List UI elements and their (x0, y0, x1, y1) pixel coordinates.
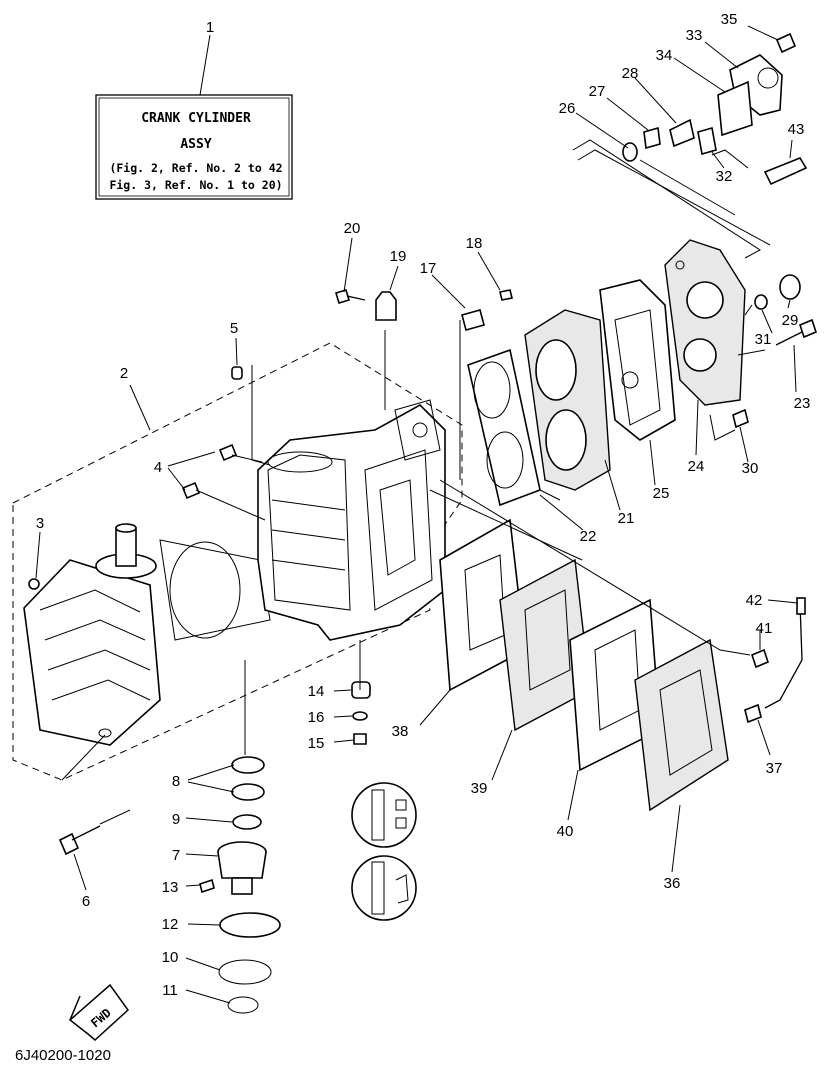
washer-16 (352, 711, 368, 721)
callout-20: 20 (344, 220, 361, 237)
thermostat-28 (669, 118, 695, 148)
callout-4: 4 (154, 459, 162, 476)
callout-30: 30 (742, 460, 759, 477)
callout-25: 25 (653, 485, 670, 502)
callout-27: 27 (589, 83, 606, 100)
seal-detail-upper (351, 782, 417, 848)
head-gasket-22 (467, 348, 541, 507)
callout-39: 39 (471, 780, 488, 797)
callout-22: 22 (580, 528, 597, 545)
callout-21: 21 (618, 510, 635, 527)
callout-13: 13 (162, 879, 179, 896)
callout-28: 28 (622, 65, 639, 82)
callout-14: 14 (308, 683, 325, 700)
callout-29: 29 (782, 312, 799, 329)
callout-32: 32 (716, 168, 733, 185)
callout-16: 16 (308, 709, 325, 726)
bolt-6 (58, 825, 101, 856)
callout-37: 37 (766, 760, 783, 777)
bolt-18 (499, 289, 513, 301)
washer-31 (754, 294, 768, 310)
callout-42: 42 (746, 592, 763, 609)
callout-7: 7 (172, 847, 180, 864)
spark-plug-43 (763, 157, 808, 186)
callout-18: 18 (466, 235, 483, 252)
callout-31: 31 (755, 331, 772, 348)
callout-24: 24 (688, 458, 705, 475)
callout-36: 36 (664, 875, 681, 892)
callout-38: 38 (392, 723, 409, 740)
seal-detail-lower (351, 855, 417, 921)
callout-19: 19 (390, 248, 407, 265)
callout-43: 43 (788, 121, 805, 138)
gasket-34 (717, 80, 753, 137)
oil-seal-9 (232, 814, 262, 830)
assembly-subtitle: ASSY (180, 137, 211, 152)
cylinder-head-21 (524, 309, 611, 491)
callout-9: 9 (172, 811, 180, 828)
bolt-23 (775, 318, 817, 346)
bolt-30 (732, 408, 749, 429)
callout-6: 6 (82, 893, 90, 910)
grommet-14 (351, 681, 371, 699)
callout-40: 40 (557, 823, 574, 840)
head-cover-24 (664, 239, 746, 406)
callout-1: 1 (206, 19, 214, 36)
callout-41: 41 (756, 620, 773, 637)
clamp-17 (461, 309, 485, 331)
callout-10: 10 (162, 949, 179, 966)
circlip-12 (219, 912, 281, 938)
crankshaft-assembly (23, 523, 271, 746)
exhaust-cover-36 (634, 638, 729, 812)
hose-42 (764, 597, 806, 709)
housing-7 (217, 841, 267, 895)
valve-27 (643, 126, 661, 150)
plug-32 (697, 126, 717, 156)
bolt-41 (751, 648, 769, 669)
pin-5 (231, 366, 243, 380)
callout-23: 23 (794, 395, 811, 412)
assembly-ref-line-2: Fig. 3, Ref. No. 1 to 20) (109, 178, 282, 192)
callout-26: 26 (559, 100, 576, 117)
o-ring-11 (227, 996, 259, 1014)
callout-12: 12 (162, 916, 179, 933)
cylinder-block (257, 399, 446, 641)
bolt-3 (28, 578, 40, 590)
callout-5: 5 (230, 320, 238, 337)
assembly-title: CRANK CYLINDER (141, 111, 251, 126)
callout-11: 11 (162, 982, 178, 999)
screw-13 (199, 878, 215, 894)
forward-arrow-icon: FWD (68, 983, 129, 1042)
oil-seals-8 (231, 756, 265, 801)
callout-35: 35 (721, 11, 738, 28)
callout-17: 17 (420, 260, 437, 277)
bolt-20 (335, 289, 366, 304)
head-cover-gasket-25 (599, 279, 676, 441)
callout-2: 2 (120, 365, 128, 382)
fittings-4 (181, 443, 238, 500)
assembly-reference-box: CRANK CYLINDER ASSY (Fig. 2, Ref. No. 2 … (95, 94, 293, 200)
assembly-ref-line-1: (Fig. 2, Ref. No. 2 to 42 (109, 161, 282, 175)
plug-29 (779, 274, 801, 300)
callout-33: 33 (686, 27, 703, 44)
o-ring-10 (218, 959, 272, 985)
bracket-19 (375, 291, 397, 321)
callout-8: 8 (172, 773, 180, 790)
diagram-code: 6J40200-1020 (15, 1047, 111, 1064)
bolt-35 (775, 32, 797, 54)
bolt-15 (353, 733, 367, 745)
fitting-37 (744, 703, 762, 724)
callout-15: 15 (308, 735, 325, 752)
callout-34: 34 (656, 47, 673, 64)
callout-3: 3 (36, 515, 44, 532)
inner-exhaust-cover-39 (499, 558, 591, 732)
